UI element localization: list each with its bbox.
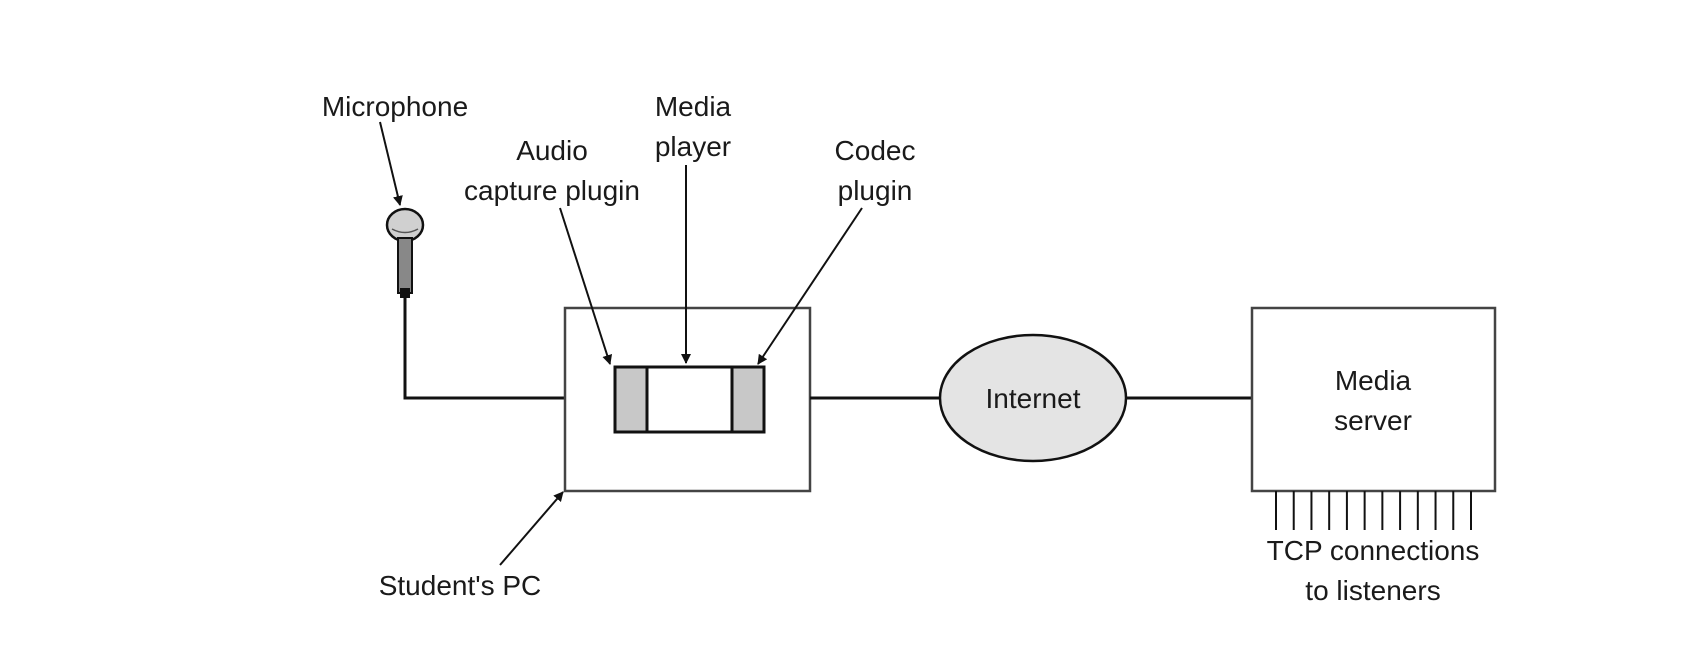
audio-capture-plugin-label-line1: Audio (516, 135, 588, 166)
tcp-connection-lines (1275, 491, 1472, 530)
microphone-cable (403, 298, 615, 400)
codec-plugin-pointer-arrow (757, 207, 863, 365)
tcp-connections-label-line1: TCP connections (1267, 535, 1480, 566)
media-server-label-line2: server (1334, 405, 1412, 436)
audio-capture-plugin-pointer-arrow (559, 207, 613, 365)
students-pc-pointer-arrow (499, 491, 564, 566)
codec-plugin-block (730, 365, 766, 434)
microphone-label: Microphone (322, 91, 468, 122)
media-player-label-line1: Media (655, 91, 732, 122)
media-player-box (645, 365, 734, 434)
codec-plugin-label-line2: plugin (838, 175, 913, 206)
media-player-block (613, 365, 766, 434)
media-player-label-line2: player (655, 131, 731, 162)
tcp-connections-label-line2: to listeners (1305, 575, 1440, 606)
audio-capture-plugin-block (613, 365, 649, 434)
media-server-box (1250, 306, 1497, 493)
microphone-pointer-arrow (379, 121, 403, 206)
microphone-icon (385, 207, 425, 298)
internet-label: Internet (986, 383, 1081, 414)
audio-capture-plugin-label-line2: capture plugin (464, 175, 640, 206)
students-pc-label: Student's PC (379, 570, 542, 601)
media-server-label-line1: Media (1335, 365, 1412, 396)
codec-plugin-label-line1: Codec (835, 135, 916, 166)
